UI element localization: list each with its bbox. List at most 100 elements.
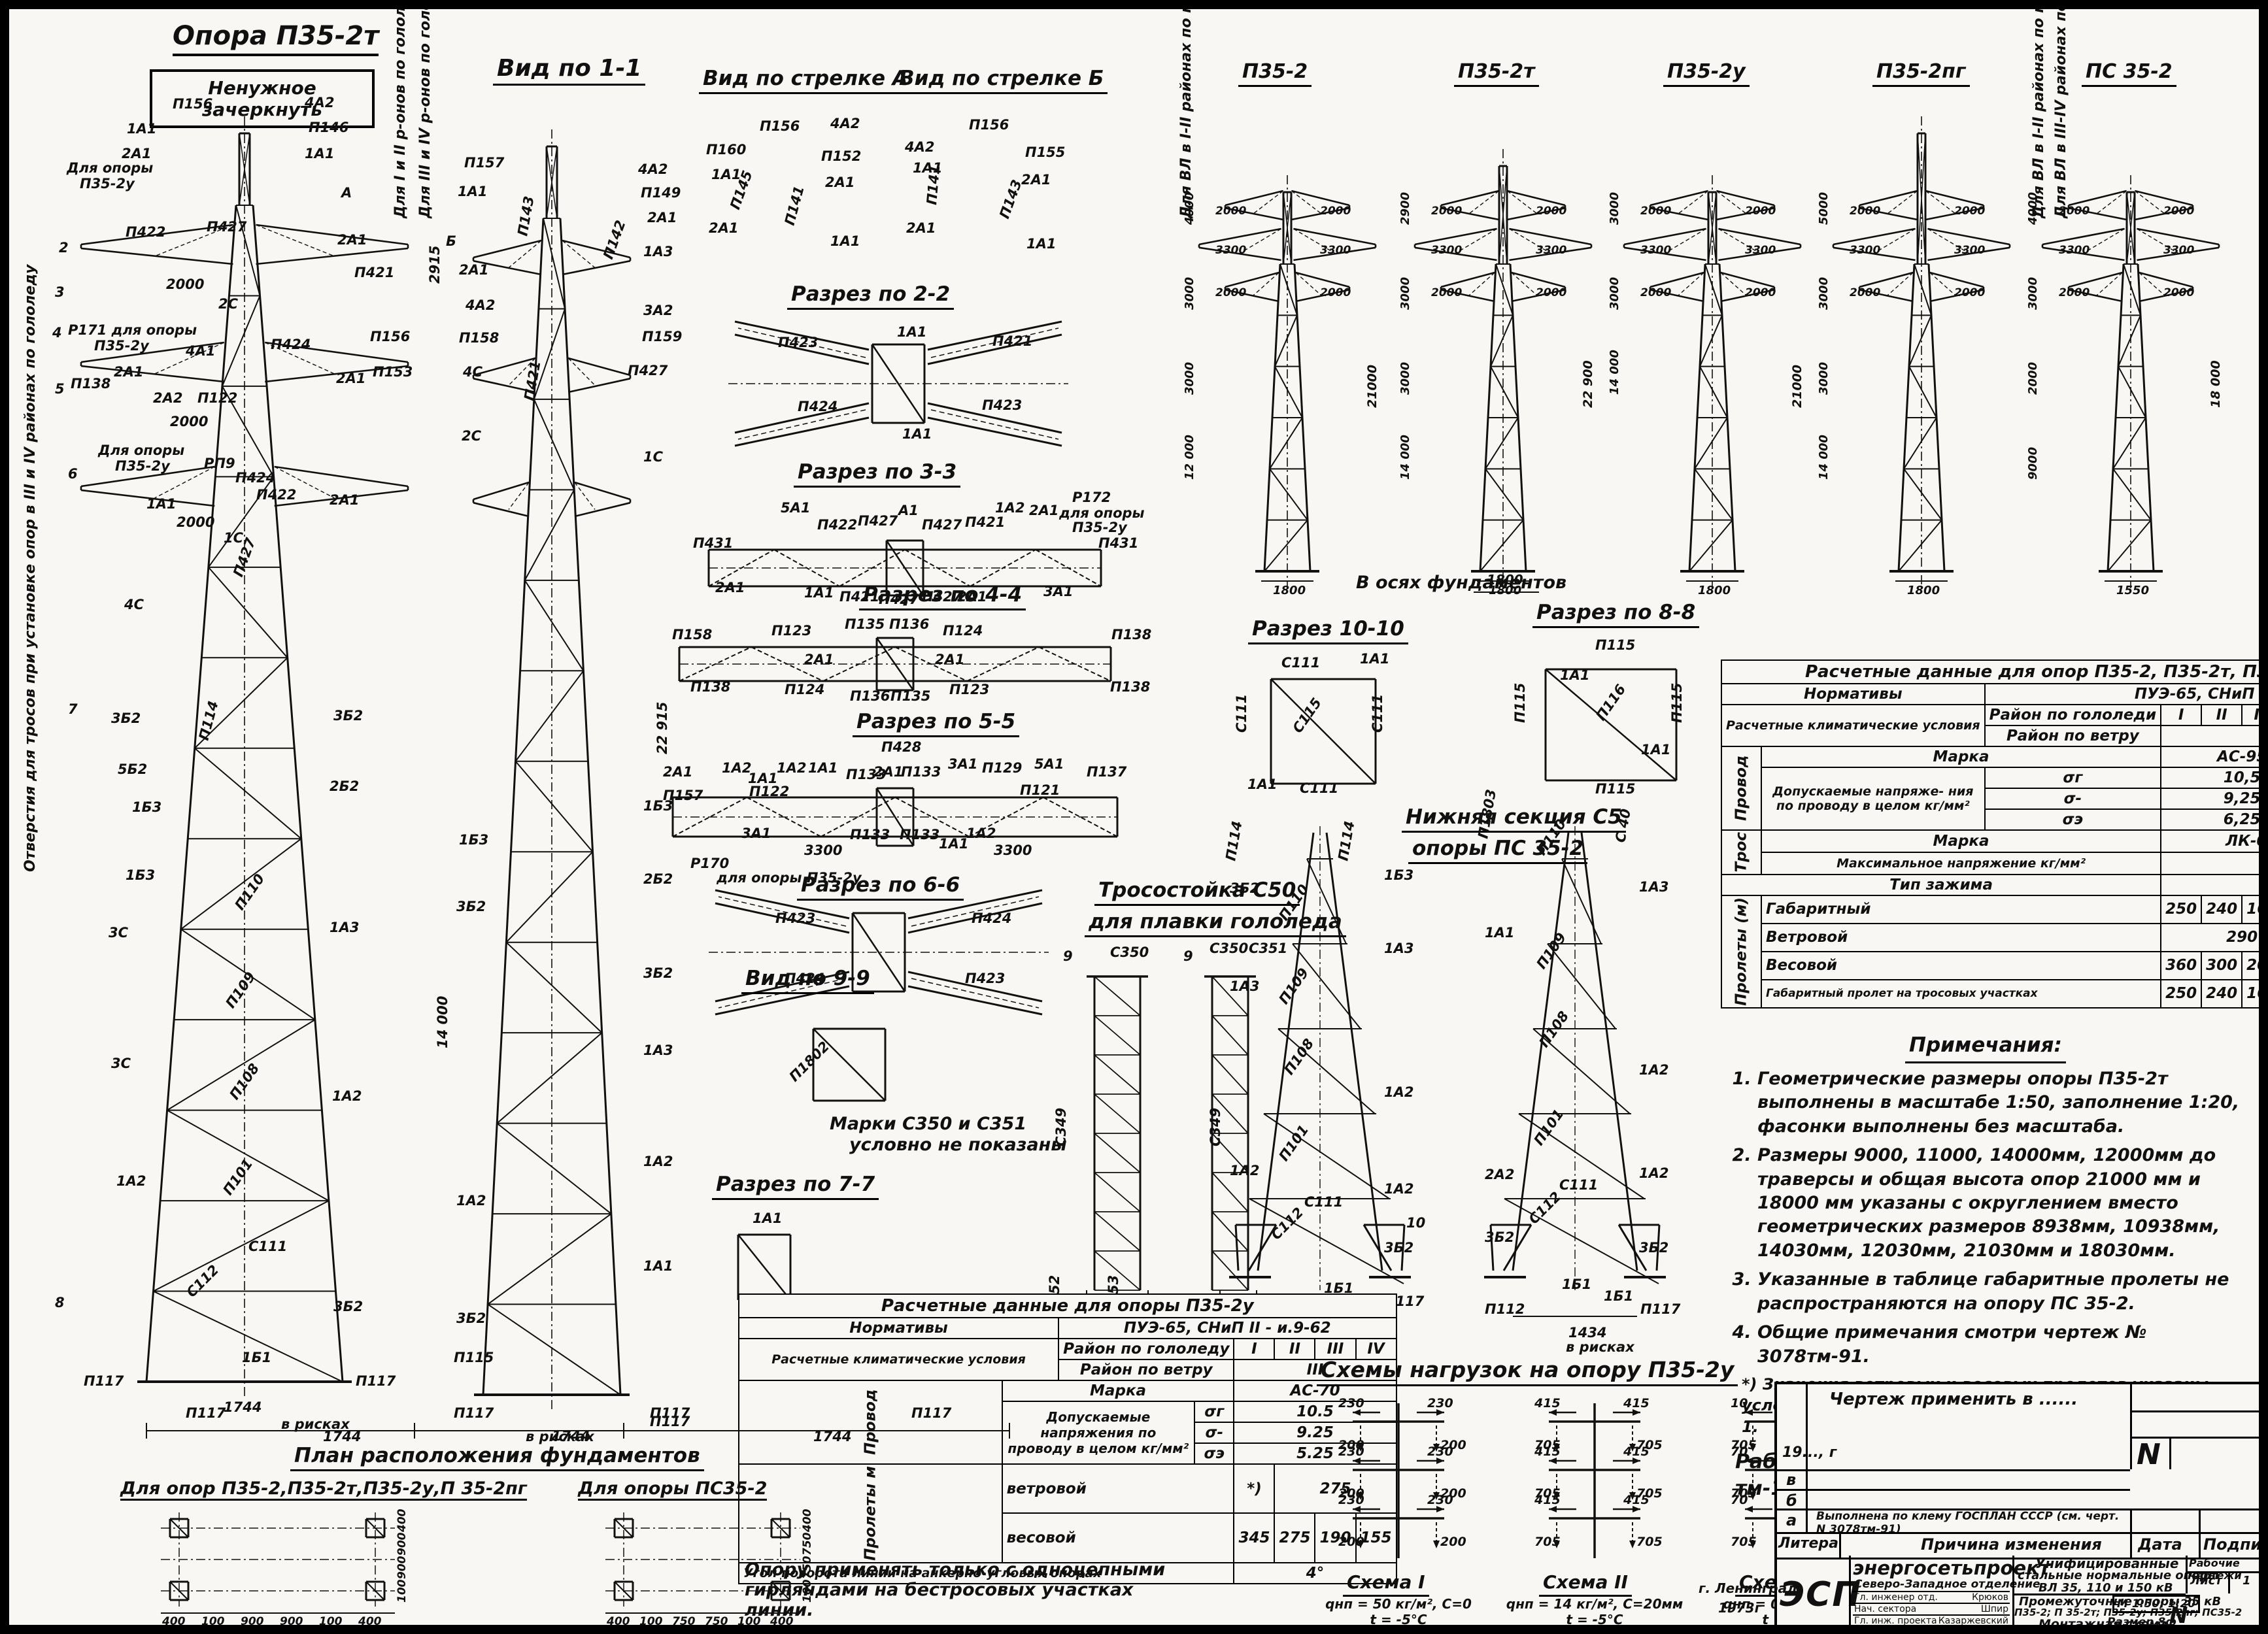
part-label: С111	[1234, 694, 1249, 733]
tower-label-5: ПС 35-2	[2082, 60, 2176, 87]
part-label: 1А1	[1360, 651, 1389, 667]
doc-1: Промежуточные опоры 35 кВ	[2019, 1595, 2222, 1609]
dim-label: 2000	[1850, 205, 1880, 218]
part-label: 1А1	[748, 771, 777, 786]
cell: 275	[1274, 1463, 1397, 1514]
part-label: П423	[982, 397, 1022, 413]
part-label: 3А1	[948, 756, 977, 772]
dim-chain: 3000	[1608, 192, 1621, 225]
cell: IV	[1355, 1338, 1397, 1360]
part-label: П149	[641, 185, 681, 201]
divider	[1777, 1489, 2130, 1491]
rev-rows: в б а Выполнена по клему ГОСПЛАН СССР (с…	[1777, 1469, 2259, 1536]
table-calc-data-p352u: Расчетные данные для опоры П35-2у Нормат…	[737, 1293, 1397, 1584]
part-label: 1А3	[1230, 978, 1259, 994]
dim-label: 2000	[2059, 286, 2090, 299]
part-label: П117	[911, 1405, 952, 1421]
cell: 155	[1355, 1512, 1397, 1563]
dim-base: 1800	[1489, 584, 1521, 597]
part-label: 5А1	[781, 500, 810, 516]
cell: 275	[1274, 1512, 1316, 1563]
part-label: П133	[846, 767, 886, 782]
part-label: П159	[642, 329, 682, 344]
cell: II	[2201, 704, 2243, 726]
part-label: 2000	[166, 276, 204, 292]
part-label: П138	[1111, 627, 1151, 642]
part-label: П101	[220, 1156, 256, 1198]
size: Размер 8ф	[2107, 1616, 2177, 1629]
part-label: 4А2	[637, 161, 668, 177]
part-label: 1А3	[643, 244, 673, 259]
part-label: П423	[965, 971, 1005, 986]
part-label: 1А1	[808, 760, 838, 776]
note-1: Геометрические размеры опоры П35-2т выпо…	[1757, 1067, 2258, 1139]
part-label: П35-2у	[115, 458, 171, 474]
drawing-number: N 3078тм-102ᵃ	[2169, 1603, 2188, 1629]
proj-3: ВЛ 35, 110 и 150 кВ	[2039, 1581, 2173, 1595]
arrow-a-title: Вид по стрелке А	[699, 67, 912, 94]
part-label: 1С	[643, 449, 664, 465]
cell: 6,25	[2160, 809, 2259, 831]
t2-veso-label: весовой	[1001, 1512, 1235, 1563]
part-label: 5	[55, 381, 65, 397]
part-label: П431	[693, 535, 733, 551]
part-label: 2А1	[715, 580, 745, 595]
part-label: 1А2	[995, 500, 1024, 516]
cell: σ-	[1194, 1422, 1235, 1444]
part-label: П133	[901, 764, 941, 780]
part-label: С111	[1370, 694, 1385, 733]
part-label: 2Б2	[643, 871, 673, 887]
scheme-caption-1: Схема I	[1343, 1571, 1429, 1597]
divider	[1806, 1384, 1808, 1469]
cell: 300	[2201, 950, 2243, 980]
svg-text:415: 415	[1534, 1493, 1561, 1507]
t1-marka1: АС-95	[2160, 746, 2259, 768]
dim-label: 3300	[2163, 244, 2194, 257]
t1-zazhim-label: Тип зажима	[1720, 873, 2162, 896]
title-block: Чертеж применить в ...... 19..., г N в б…	[1699, 1382, 2259, 1631]
rev-letter-a: а	[1786, 1511, 1797, 1529]
part-label: 1А1	[127, 121, 156, 137]
divider	[2186, 1556, 2188, 1593]
t1-tros-napr: 40	[2160, 851, 2259, 875]
part-label: П156	[370, 329, 410, 344]
cell: 205	[2241, 950, 2259, 980]
dim-label: 750	[801, 1556, 814, 1579]
part-label: 1А3	[1639, 879, 1668, 895]
svg-text:705: 705	[1731, 1486, 1757, 1501]
dim-label: 3300	[1954, 244, 1985, 257]
part-label: С111	[1304, 1194, 1343, 1210]
sec-3-3-title: Разрез по 3-3	[794, 460, 961, 488]
dim-label: 900	[396, 1532, 409, 1556]
dim-chain: 4000	[1183, 192, 1196, 225]
doc-3: Монтажная схема	[2039, 1617, 2168, 1631]
part-label: П35-2у	[1072, 520, 1128, 535]
dim-chain: 9000	[2026, 447, 2040, 480]
dim-label: 3300	[1536, 244, 1566, 257]
dim-chain: 4000	[2026, 192, 2040, 225]
svg-text:230: 230	[1427, 1396, 1453, 1410]
cell: 240	[2201, 978, 2243, 1009]
part-label: 1А1	[458, 184, 487, 199]
part-label: С111	[1281, 655, 1320, 671]
part-label: 3Б2	[333, 708, 363, 724]
part-label: П138	[71, 376, 110, 392]
dim-chain: 3000	[2026, 277, 2040, 310]
note-2: Размеры 9000, 11000, 14000мм, 12000мм до…	[1757, 1144, 2258, 1263]
cell: 345	[1233, 1512, 1276, 1563]
svg-text:705: 705	[1636, 1438, 1663, 1452]
part-label: П138	[1110, 679, 1150, 695]
t1-title: Расчетные данные для опор П35-2, П35-2т,…	[1720, 659, 2259, 684]
part-label: 3С	[111, 1056, 131, 1071]
part-label: 2С	[462, 428, 482, 444]
part-label: А	[340, 185, 352, 201]
